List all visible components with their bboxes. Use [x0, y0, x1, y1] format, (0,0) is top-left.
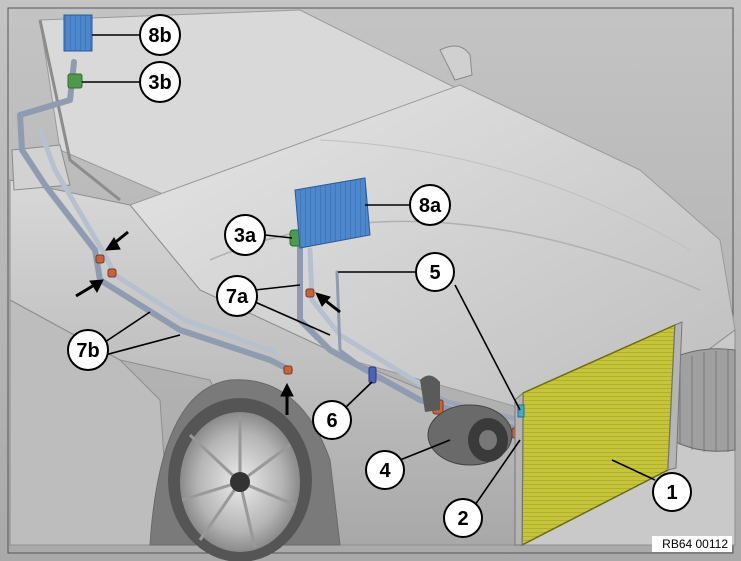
hood-crease — [319, 139, 691, 251]
fitting — [107, 268, 117, 278]
callout-label: 4 — [379, 460, 391, 482]
callout-label: 2 — [457, 508, 468, 530]
fitting — [283, 365, 293, 375]
callout-label: 3a — [234, 225, 257, 247]
callout-label: 5 — [429, 262, 440, 284]
compressor — [420, 375, 513, 466]
pipe-7b-lower — [37, 127, 278, 355]
indicator-arrows — [75, 230, 341, 415]
evaporator-8a — [294, 177, 371, 249]
evaporator-8b — [63, 14, 93, 52]
callout-6: 6 — [312, 400, 352, 440]
right-mirror — [439, 45, 473, 81]
refrigerant-lines — [17, 59, 523, 433]
callout-3b: 3b — [139, 61, 181, 103]
a-pillar — [38, 19, 121, 202]
frame-border — [7, 7, 734, 554]
pressure-sensor-6 — [368, 366, 377, 384]
leader-lines — [82, 34, 656, 506]
callout-label: 7b — [76, 340, 99, 362]
fitting — [95, 254, 105, 264]
callout-5: 5 — [415, 252, 455, 292]
callout-7b: 7b — [67, 329, 109, 371]
callout-8a: 8a — [409, 184, 451, 226]
kidney-grille — [667, 348, 736, 452]
expansion-valve-3b — [67, 73, 83, 89]
pipe-7b-upper — [17, 59, 293, 373]
callout-label: 6 — [326, 410, 337, 432]
front-wheel — [168, 398, 312, 561]
callout-label: 7a — [226, 286, 249, 308]
arrow-head — [315, 292, 331, 307]
callout-label: 1 — [666, 482, 677, 504]
callout-3a: 3a — [224, 214, 266, 256]
reference-code-box — [652, 536, 732, 552]
arrow-head — [89, 279, 104, 294]
callout-2: 2 — [443, 498, 483, 538]
callout-4: 4 — [365, 450, 405, 490]
pipe-7a-2 — [307, 247, 433, 393]
callout-label: 8b — [148, 25, 171, 47]
callout-1: 1 — [652, 472, 692, 512]
pipe-5 — [335, 270, 382, 382]
callout-7a: 7a — [216, 275, 258, 317]
fitting — [305, 288, 315, 298]
reference-code: RB64 00112 — [662, 537, 728, 551]
arrow-head — [280, 382, 294, 397]
callout-8b: 8b — [139, 14, 181, 56]
arrow-head — [105, 237, 121, 251]
condenser — [514, 321, 683, 547]
callout-label: 3b — [148, 72, 171, 94]
callout-label: 8a — [419, 195, 442, 217]
